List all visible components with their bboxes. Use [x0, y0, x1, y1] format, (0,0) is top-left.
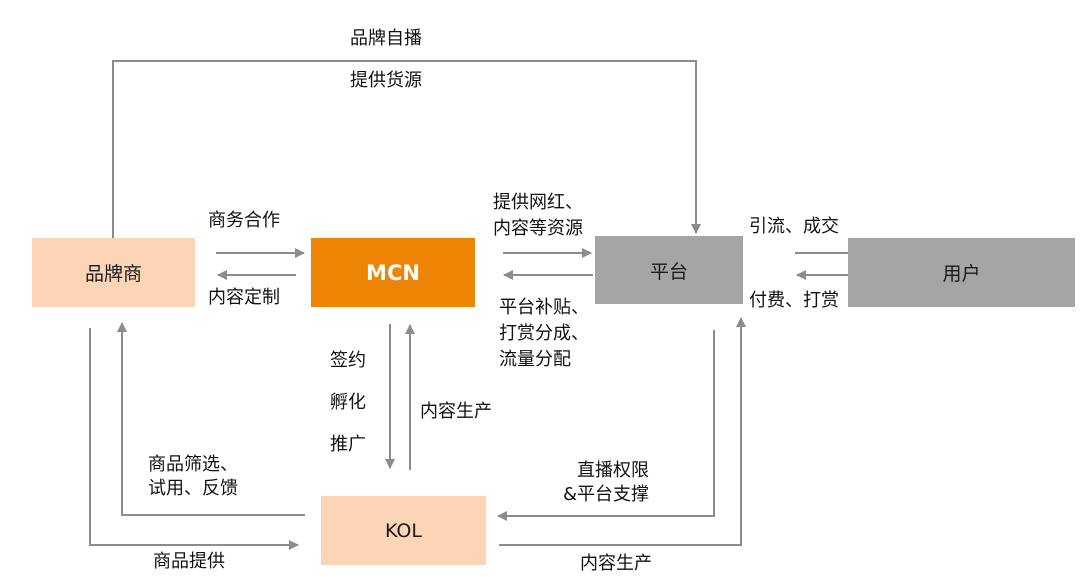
platform-node: 平台 — [595, 236, 743, 304]
label-content-customization: 内容定制 — [208, 287, 280, 308]
label-promote: 推广 — [330, 434, 366, 455]
label-incubate: 孵化 — [330, 392, 366, 413]
label-content-production-platform: 内容生产 — [580, 553, 652, 574]
platform-node-label: 平台 — [649, 260, 688, 283]
kol-node-label: KOL — [385, 519, 422, 542]
brand-to-platform-top-arrow — [112, 60, 701, 238]
brand-node: 品牌商 — [32, 238, 195, 307]
label-live-permission: 直播权限 &平台支撑 — [563, 460, 650, 505]
label-provide-supply: 提供货源 — [350, 70, 422, 91]
label-content-production-mcn: 内容生产 — [420, 401, 492, 422]
user-node-label: 用户 — [942, 263, 981, 285]
label-business-cooperation: 商务合作 — [208, 210, 280, 231]
kol-to-brand-arrow — [117, 322, 305, 516]
label-platform-subsidy: 平台补贴、 打赏分成、 流量分配 — [499, 297, 589, 370]
label-provide-resources: 提供网红、 内容等资源 — [493, 192, 583, 239]
label-product-supply: 商品提供 — [153, 551, 225, 572]
label-sign: 签约 — [330, 350, 366, 371]
kol-to-platform-arrow — [499, 317, 746, 546]
label-brand-self-broadcast: 品牌自播 — [350, 28, 422, 49]
brand-node-label: 品牌商 — [84, 263, 142, 285]
label-pay-tip: 付费、打赏 — [749, 290, 839, 311]
user-node: 用户 — [848, 238, 1075, 307]
label-traffic-deal: 引流、成交 — [749, 216, 839, 237]
kol-node: KOL — [321, 496, 486, 565]
platform-to-kol-arrow — [497, 330, 715, 521]
mcn-node: MCN — [311, 238, 475, 307]
label-product-feedback: 商品筛选、 试用、反馈 — [148, 454, 238, 499]
brand-to-kol-arrow — [89, 328, 299, 550]
mcn-node-label: MCN — [366, 260, 420, 285]
